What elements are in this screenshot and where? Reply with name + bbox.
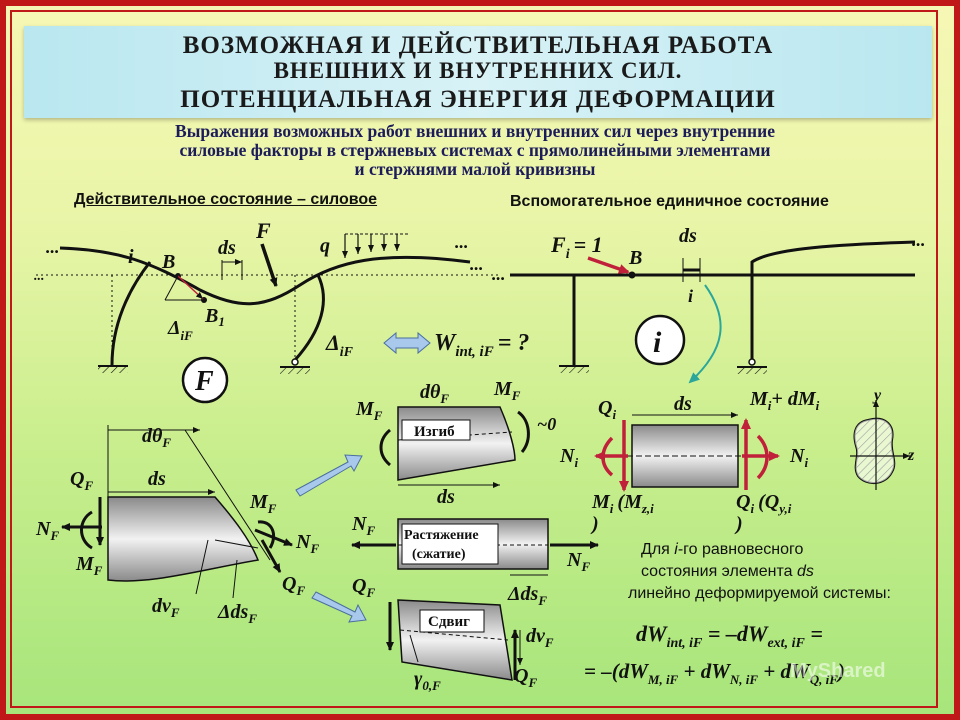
heading-unit-state: Вспомогательное единичное состояние: [510, 193, 829, 210]
equation-line-1: dWint, iF = –dWext, iF =: [636, 621, 823, 651]
pin-support-right: [280, 358, 310, 374]
subtitle-line-1: Выражения возможных работ внешних и внут…: [175, 121, 775, 141]
dots-right-lower: ...: [470, 254, 484, 274]
state-F-badge: F: [194, 366, 214, 397]
label-dtheta-F-left: dθF: [142, 425, 171, 450]
axis-y-label: y: [872, 387, 882, 404]
case-bending: Изгиб MF MF dθF ~0 ds: [355, 378, 556, 508]
unit-state-frame: ... ... Fi= 1 B ds i i: [492, 225, 926, 384]
label-Qi-Qyi: Qi(Qy,i: [736, 491, 792, 516]
label-delta-dsF-left: ΔdsF: [217, 601, 257, 626]
dots-unit-left: ...: [492, 264, 506, 284]
label-q: q: [320, 235, 330, 257]
work-equations: dWint, iF = –dWext, iF = = –(dWM, iF + d…: [584, 621, 845, 687]
heading-actual-state: Действительное состояние – силовое: [74, 191, 378, 208]
label-gamma: γ0,F: [414, 668, 441, 693]
label-approx-zero: ~0: [537, 414, 556, 434]
watermark-text: MyShared: [790, 660, 886, 682]
label-delta-dsF-tension: ΔdsF: [507, 583, 547, 608]
label-Qi-close: ): [734, 513, 743, 535]
pin-support-unit-right: [737, 358, 767, 374]
deformed-element-F: dθF ds QF NF MF MF NF QF dvF ΔdsF: [35, 425, 319, 626]
label-NF-tension-left: NF: [351, 513, 375, 538]
label-Qi-top: Qi: [598, 397, 616, 422]
label-force-F: F: [255, 218, 271, 243]
actual-state-frame: ... ... ... ... i B B1 ΔiF ds F q: [34, 218, 500, 404]
label-i-top: i: [128, 246, 134, 268]
work-equation-top: ΔiF Wint, iF= ?: [325, 330, 529, 360]
cross-section: y z: [850, 387, 915, 490]
title-line-1: ВОЗМОЖНАЯ И ДЕЙСТВИТЕЛЬНАЯ РАБОТА: [182, 32, 774, 59]
label-Mi-close: ): [590, 513, 599, 535]
box-compression-label: (сжатие): [412, 547, 466, 562]
label-W-int: Wint, iF= ?: [434, 330, 529, 360]
dots-left: ...: [46, 237, 60, 257]
label-ds-left: ds: [148, 468, 166, 490]
label-Ni-right: Ni: [789, 445, 808, 470]
slide-inner-border: [10, 10, 938, 708]
fixed-support-unit-left: [559, 365, 589, 373]
unit-element-forces: ds Qi Mi+ dMi Ni Ni Mi(Mz,i ) Qi(Qy,i ): [559, 388, 820, 535]
label-QF-right: QF: [282, 573, 305, 598]
label-ds-element: ds: [674, 393, 692, 415]
note-line-2: состояния элемента ds: [641, 563, 814, 580]
label-QF-left: QF: [70, 468, 93, 493]
label-NF-right: NF: [295, 531, 319, 556]
distributed-load-q: q: [320, 233, 410, 258]
dots-left-lower: ...: [34, 269, 45, 284]
case-tension: Растяжение (сжатие) NF NF ΔdsF: [351, 513, 599, 608]
label-ds-bend: ds: [437, 486, 455, 508]
label-B1: B1: [204, 305, 225, 329]
fixed-support-left: [98, 365, 128, 373]
title-banner: ВОЗМОЖНАЯ И ДЕЙСТВИТЕЛЬНАЯ РАБОТА ВНЕШНИ…: [24, 26, 932, 118]
label-NF-tension-right: NF: [566, 549, 590, 574]
label-dvF: dvF: [152, 595, 180, 620]
label-dtheta-bend: dθF: [420, 381, 449, 406]
subtitle-line-3: и стержнями малой кривизны: [354, 159, 596, 179]
label-Ni-left: Ni: [559, 445, 578, 470]
label-delta-iF-small: ΔiF: [167, 317, 193, 343]
label-ds-top: ds: [218, 237, 236, 259]
label-i-unit: i: [688, 286, 693, 306]
title-line-2: ВНЕШНИХ И ВНУТРЕННИХ СИЛ.: [273, 58, 683, 83]
label-QF-shear-left: QF: [352, 575, 375, 600]
label-B-unit: B: [628, 247, 642, 269]
label-Fi-unit: Fi= 1: [550, 232, 603, 262]
label-QF-shear-right: QF: [514, 665, 537, 690]
dots-unit-right: ...: [912, 230, 926, 250]
dots-right: ...: [455, 232, 469, 252]
label-Mi-dMi: Mi+ dMi: [749, 388, 820, 413]
note-line-3: линейно деформируемой системы:: [628, 585, 891, 602]
axis-z-label: z: [907, 447, 915, 464]
label-MF-left: MF: [75, 553, 103, 578]
box-bending-label: Изгиб: [414, 424, 455, 440]
equation-line-2: = –(dWM, iF + dWN, iF + dWQ, iF): [584, 659, 845, 687]
label-NF-left: NF: [35, 518, 59, 543]
state-i-badge: i: [653, 326, 662, 359]
box-tension-label: Растяжение: [404, 528, 479, 543]
case-shear: Сдвиг QF dvF QF γ0,F: [352, 575, 554, 693]
label-MF-right: MF: [249, 491, 277, 516]
label-Mi-Mzi: Mi(Mz,i: [591, 491, 654, 516]
title-line-3: ПОТЕНЦИАЛЬНАЯ ЭНЕРГИЯ ДЕФОРМАЦИИ: [180, 86, 776, 113]
note-line-1: Для i-го равновесного: [641, 541, 804, 558]
label-ds-unit: ds: [679, 225, 697, 247]
decomposition-arrows: [295, 454, 367, 623]
label-dvF-shear: dvF: [526, 625, 554, 650]
label-B-top: B: [161, 251, 175, 273]
label-MF-bend-right: MF: [493, 378, 521, 403]
label-MF-bend-left: MF: [355, 398, 383, 423]
subtitle-line-2: силовые факторы в стержневых системах с …: [179, 140, 771, 160]
box-shear-label: Сдвиг: [428, 614, 470, 630]
label-delta-iF: ΔiF: [325, 330, 354, 360]
